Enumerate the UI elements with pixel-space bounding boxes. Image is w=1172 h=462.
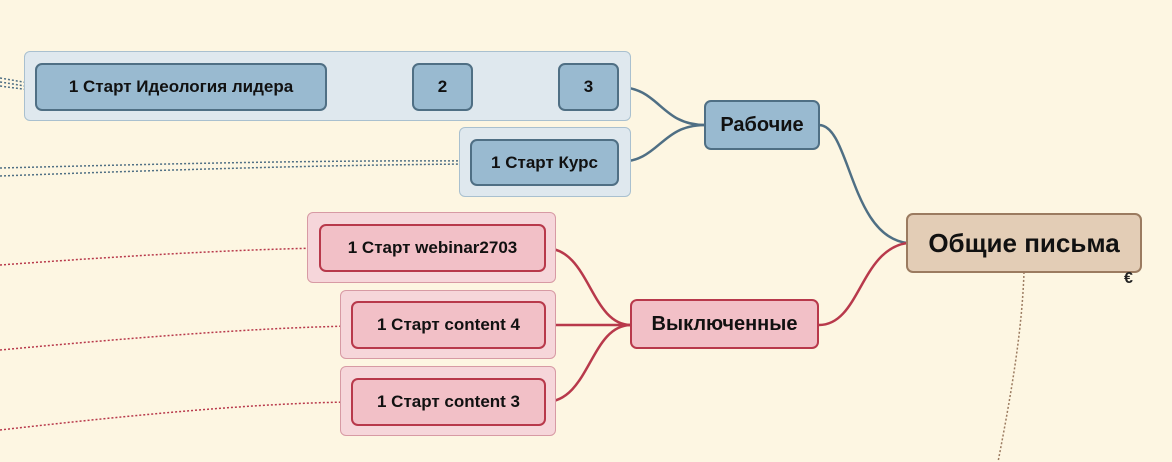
link-working-ideology: [617, 85, 706, 127]
offscreen-link: [0, 247, 322, 266]
link-working-course: [617, 123, 706, 164]
branch-working-node[interactable]: Рабочие: [704, 100, 820, 150]
branch-working-label: Рабочие: [720, 113, 804, 136]
collapse-icon[interactable]: €: [1124, 270, 1133, 287]
node-content-3[interactable]: 1 Старт content 3: [351, 378, 546, 426]
node-ideology-label: 1 Старт Идеология лидера: [68, 77, 294, 96]
offscreen-link: [0, 401, 353, 431]
link-disabled-webinar: [544, 246, 632, 327]
link-disabled-content3: [544, 323, 632, 404]
node-content-4[interactable]: 1 Старт content 4: [351, 301, 546, 349]
node-content-3-label: 1 Старт content 3: [376, 392, 520, 411]
node-step-2-label: 2: [437, 77, 448, 96]
offscreen-link: [997, 271, 1025, 462]
offscreen-link: [0, 163, 473, 177]
node-webinar[interactable]: 1 Старт webinar2703: [319, 224, 546, 272]
node-step-3[interactable]: 3: [558, 63, 619, 111]
link-root-disabled: [818, 241, 908, 327]
branch-disabled-label: Выключенные: [651, 312, 798, 335]
node-step-2[interactable]: 2: [412, 63, 473, 111]
link-root-working: [818, 123, 908, 245]
branch-disabled-node[interactable]: Выключенные: [630, 299, 819, 349]
root-node[interactable]: Общие письма: [906, 213, 1142, 273]
node-course[interactable]: 1 Старт Курс: [470, 139, 619, 186]
node-ideology[interactable]: 1 Старт Идеология лидера: [35, 63, 327, 111]
node-content-4-label: 1 Старт content 4: [376, 315, 520, 334]
node-webinar-label: 1 Старт webinar2703: [347, 238, 518, 257]
node-step-3-label: 3: [583, 77, 594, 96]
offscreen-link: [0, 160, 473, 169]
root-node-label: Общие письма: [928, 227, 1120, 258]
node-course-label: 1 Старт Курс: [491, 152, 598, 172]
offscreen-link: [0, 325, 353, 351]
